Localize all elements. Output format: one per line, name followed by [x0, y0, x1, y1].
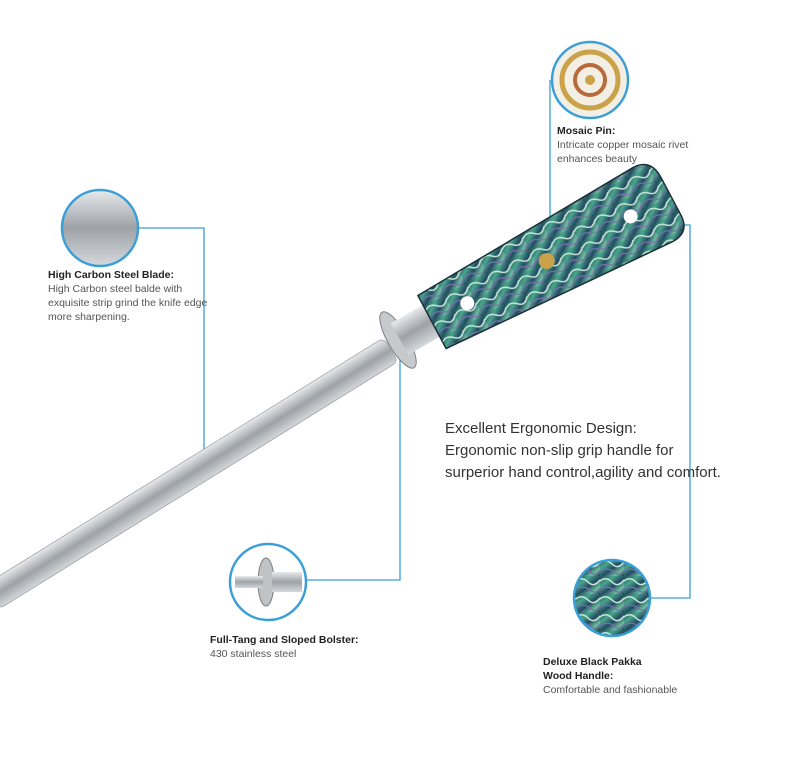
- handle-title: Deluxe Black Pakka Wood Handle:: [543, 656, 642, 682]
- blade-text: High Carbon steel balde with exquisite s…: [48, 283, 208, 323]
- blade-callout: High Carbon Steel Blade: High Carbon ste…: [48, 268, 218, 324]
- handle-callout: Deluxe Black Pakka Wood Handle: Comforta…: [543, 655, 677, 697]
- bolster-detail-circle: [228, 542, 308, 622]
- ergonomic-text: Ergonomic non-slip grip handle for surpe…: [445, 442, 721, 481]
- handle-detail-circle: [572, 558, 652, 638]
- blade-detail-circle: [60, 188, 140, 268]
- pin-text: Intricate copper mosaic rivet enhances b…: [557, 139, 689, 165]
- ergonomic-title: Excellent Ergonomic Design:: [445, 420, 637, 437]
- handle-text: Comfortable and fashionable: [543, 684, 678, 696]
- honing-rod: [0, 339, 397, 608]
- blade-title: High Carbon Steel Blade:: [48, 269, 175, 281]
- ergonomic-callout: Excellent Ergonomic Design: Ergonomic no…: [445, 418, 725, 484]
- abalone-handle: [416, 163, 685, 350]
- mosaic-pin-detail-circle: [550, 40, 630, 120]
- bolster-text: 430 stainless steel: [210, 648, 297, 660]
- bolster-callout: Full-Tang and Sloped Bolster: 430 stainl…: [210, 633, 430, 661]
- pin-callout: Mosaic Pin: Intricate copper mosaic rive…: [557, 124, 697, 166]
- bolster-title: Full-Tang and Sloped Bolster:: [210, 634, 359, 646]
- pin-title: Mosaic Pin:: [557, 125, 616, 137]
- mosaic-pin: [538, 252, 555, 269]
